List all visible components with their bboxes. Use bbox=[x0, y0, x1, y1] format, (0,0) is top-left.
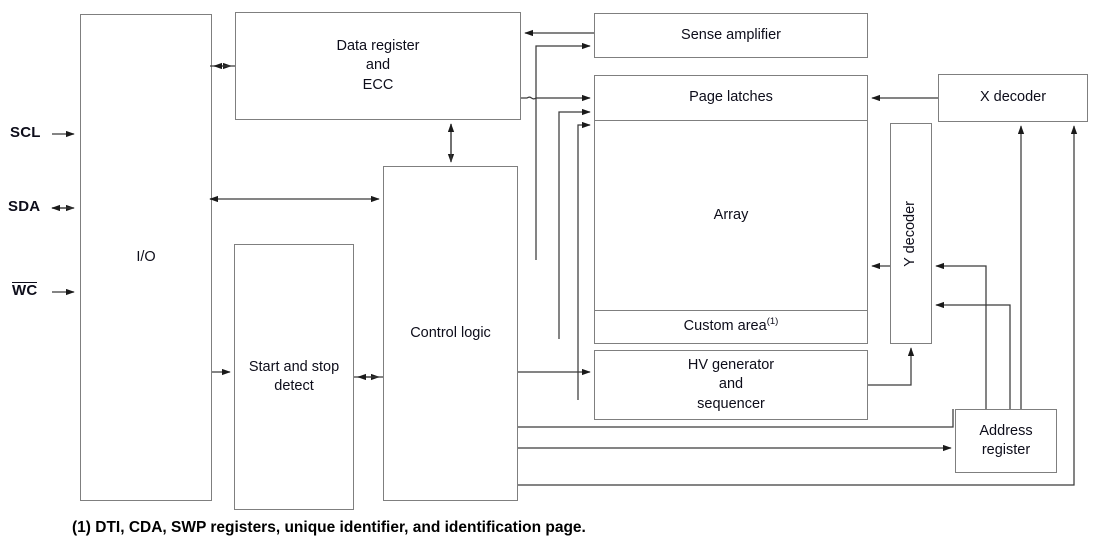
block-control-logic-label: Control logic bbox=[410, 324, 491, 341]
pin-label-scl: SCL bbox=[10, 124, 41, 141]
block-page-latches[interactable]: Page latches bbox=[595, 76, 867, 120]
block-sense-amplifier[interactable]: Sense amplifier bbox=[594, 13, 868, 58]
block-control-logic[interactable]: Control logic bbox=[383, 166, 518, 501]
block-io-label: I/O bbox=[136, 248, 156, 265]
wire-addrreg-to-ydecoder-a bbox=[935, 262, 987, 409]
divider-array-custom-area bbox=[595, 310, 867, 311]
pin-label-wc: WC bbox=[12, 282, 38, 299]
wire-control-to-pagelatches-b bbox=[577, 121, 591, 400]
footnote-marker: (1) bbox=[766, 316, 779, 328]
footnote-text: (1) DTI, CDA, SWP registers, unique iden… bbox=[72, 519, 586, 536]
block-data-register-label: Data register and ECC bbox=[336, 38, 420, 93]
block-sense-amplifier-label: Sense amplifier bbox=[681, 26, 781, 43]
pin-label-sda: SDA bbox=[8, 198, 41, 215]
block-hv-generator-label: HV generator and sequencer bbox=[687, 357, 775, 412]
wire-datareg-to-pagelatches bbox=[521, 94, 591, 102]
block-address-register-label: Address register bbox=[979, 422, 1033, 458]
wire-control-to-senseamp bbox=[535, 42, 591, 260]
block-start-stop-detect-label: Start and stop detect bbox=[248, 358, 340, 394]
wire-addrreg-to-ydecoder-b bbox=[935, 301, 1011, 409]
block-array-label: Array bbox=[713, 206, 749, 223]
block-start-stop-detect[interactable]: Start and stop detect bbox=[234, 244, 354, 510]
block-custom-area-label: Custom area(1) bbox=[683, 316, 779, 335]
block-x-decoder[interactable]: X decoder bbox=[938, 74, 1088, 122]
wire-hvgen-to-ydecoder bbox=[868, 347, 915, 386]
block-x-decoder-label: X decoder bbox=[979, 89, 1047, 106]
block-custom-area[interactable]: Custom area(1) bbox=[595, 311, 867, 343]
block-page-latches-label: Page latches bbox=[689, 89, 773, 106]
block-y-decoder[interactable]: Y decoder bbox=[890, 123, 932, 344]
wire-control-to-pagelatches-a bbox=[558, 108, 591, 339]
block-data-register[interactable]: Data register and ECC bbox=[235, 12, 521, 120]
divider-page-latches-array bbox=[595, 120, 867, 121]
block-array[interactable]: Array bbox=[595, 121, 867, 310]
block-io[interactable]: I/O bbox=[80, 14, 212, 501]
block-address-register[interactable]: Address register bbox=[955, 409, 1057, 473]
block-y-decoder-label: Y decoder bbox=[902, 200, 919, 267]
block-hv-generator[interactable]: HV generator and sequencer bbox=[594, 350, 868, 420]
